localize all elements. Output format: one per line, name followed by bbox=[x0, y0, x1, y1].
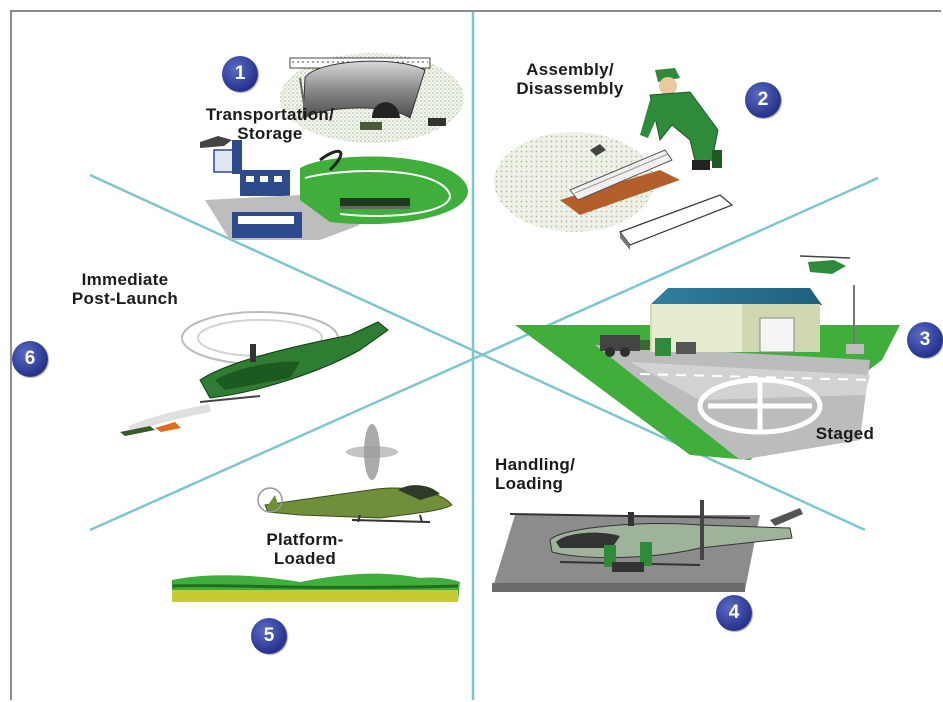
stage-4-label-text: Handling/ Loading bbox=[495, 455, 576, 493]
sector-dividers bbox=[89, 12, 879, 700]
stage-label-immediate-post-launch: Immediate Post-Launch bbox=[60, 270, 190, 308]
ground-helicopter-icon bbox=[492, 500, 803, 592]
stage-2-badge: 2 bbox=[745, 82, 781, 118]
stage-label-handling-loading: Handling/ Loading bbox=[495, 455, 605, 493]
storage-depot-icon bbox=[200, 53, 469, 240]
stage-1-badge: 1 bbox=[222, 56, 258, 92]
stage-1-label-text: Transportation/ Storage bbox=[205, 105, 335, 143]
stage-2-label-text: Assembly/ Disassembly bbox=[516, 60, 624, 98]
staging-area-icon bbox=[515, 255, 900, 460]
stage-5-badge: 5 bbox=[251, 618, 287, 654]
stage-label-staged: Staged bbox=[800, 424, 890, 443]
stage-4-badge: 4 bbox=[716, 595, 752, 631]
soldier-assembly-icon bbox=[494, 68, 734, 250]
flying-helicopter-icon bbox=[171, 424, 460, 602]
stage-6-label-text: Immediate Post-Launch bbox=[71, 270, 179, 308]
stage-3-label-text: Staged bbox=[815, 424, 875, 443]
divider-diagonal-down bbox=[89, 173, 866, 532]
divider-diagonal-up bbox=[89, 176, 879, 532]
stage-6-badge: 6 bbox=[12, 341, 48, 377]
diagram-frame bbox=[10, 10, 941, 700]
stage-label-platform-loaded: Platform- Loaded bbox=[250, 530, 360, 568]
firing-helicopter-icon bbox=[120, 311, 389, 436]
stage-3-badge: 3 bbox=[907, 322, 943, 358]
stage-label-transportation-storage: Transportation/ Storage bbox=[170, 105, 370, 143]
stage-5-label-text: Platform- Loaded bbox=[266, 530, 344, 568]
stage-label-assembly-disassembly: Assembly/ Disassembly bbox=[490, 60, 650, 98]
